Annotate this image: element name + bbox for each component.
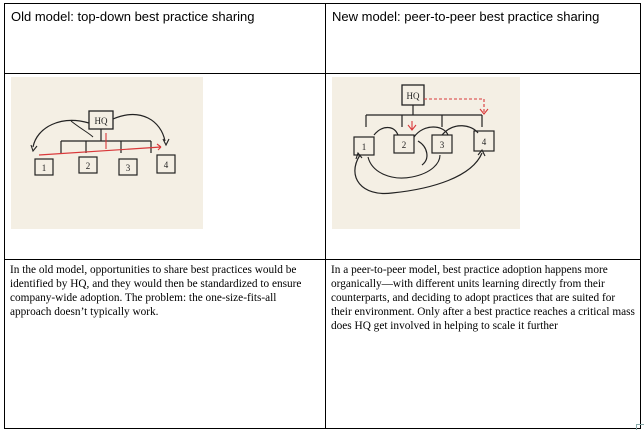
new-model-title: New model: peer-to-peer best practice sh… bbox=[332, 9, 600, 24]
table-resize-handle[interactable] bbox=[636, 424, 644, 430]
svg-text:4: 4 bbox=[164, 160, 169, 170]
new-model-description-cell: In a peer-to-peer model, best practice a… bbox=[325, 259, 641, 429]
comparison-table: Old model: top-down best practice sharin… bbox=[4, 3, 641, 429]
hub-label: HQ bbox=[407, 91, 420, 101]
unit-box-2 bbox=[393, 134, 415, 154]
unit-box-1 bbox=[34, 158, 54, 176]
svg-text:1: 1 bbox=[42, 163, 47, 173]
new-model-image-cell: HQ 1 2 3 4 bbox=[325, 73, 641, 260]
old-model-title: Old model: top-down best practice sharin… bbox=[11, 9, 255, 24]
svg-text:4: 4 bbox=[482, 137, 487, 147]
svg-text:1: 1 bbox=[362, 142, 367, 152]
new-model-header-cell: New model: peer-to-peer best practice sh… bbox=[325, 3, 641, 74]
new-model-sketch: HQ 1 2 3 4 bbox=[332, 77, 520, 229]
old-model-image-cell: HQ 1 2 3 4 bbox=[4, 73, 326, 260]
old-model-sketch: HQ 1 2 3 4 bbox=[11, 77, 203, 229]
svg-text:3: 3 bbox=[126, 163, 131, 173]
unit-box-4 bbox=[473, 130, 495, 152]
unit-box-4 bbox=[156, 154, 176, 174]
unit-box-3 bbox=[431, 134, 453, 154]
old-model-description-cell: In the old model, opportunities to share… bbox=[4, 259, 326, 429]
old-model-header-cell: Old model: top-down best practice sharin… bbox=[4, 3, 326, 74]
svg-text:2: 2 bbox=[402, 140, 407, 150]
hub-label: HQ bbox=[95, 116, 108, 126]
svg-text:3: 3 bbox=[440, 140, 445, 150]
unit-box-1 bbox=[353, 136, 375, 156]
svg-text:2: 2 bbox=[86, 161, 91, 171]
old-model-description: In the old model, opportunities to share… bbox=[10, 264, 302, 319]
unit-box-2 bbox=[78, 156, 98, 174]
unit-box-3 bbox=[118, 158, 138, 176]
new-model-description: In a peer-to-peer model, best practice a… bbox=[331, 264, 635, 333]
